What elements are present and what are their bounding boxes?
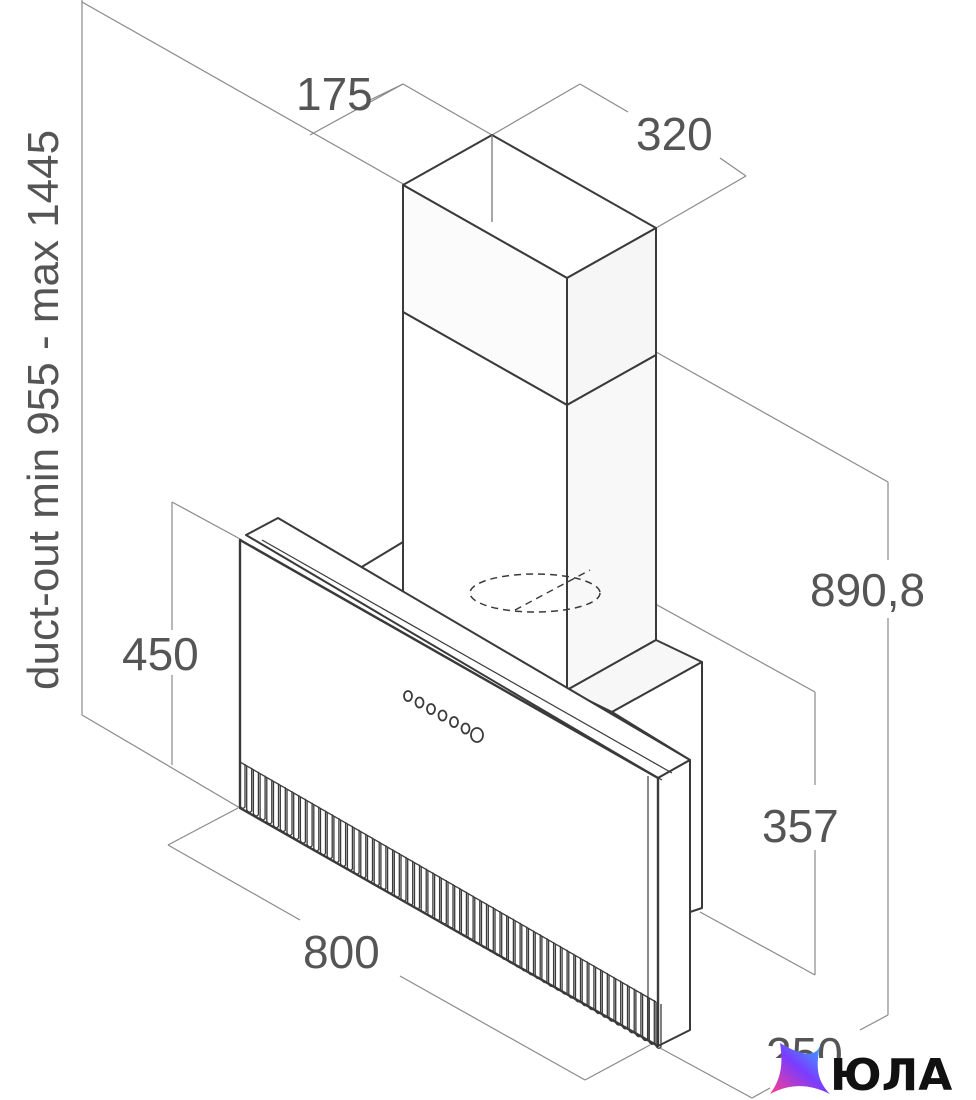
- grille-slat: [581, 959, 588, 1007]
- grille-slat: [454, 885, 461, 933]
- chimney: [402, 134, 657, 691]
- hood-body: [359, 541, 703, 913]
- grille-slat: [393, 851, 400, 898]
- hood-depth-label: 250: [766, 1028, 843, 1080]
- hood-depth-label-group: 250: [766, 1028, 843, 1080]
- grille-slat: [353, 827, 360, 875]
- grille-slat: [621, 982, 629, 1030]
- grille-slat: [594, 967, 602, 1015]
- grille-slat: [521, 924, 528, 972]
- grille-slat: [427, 870, 434, 918]
- control-button: [403, 690, 413, 702]
- grille-slat: [400, 854, 407, 902]
- grille-slat: [319, 808, 327, 856]
- air-intake-grille: [239, 761, 662, 1049]
- grille-slat: [601, 971, 608, 1018]
- grille-slat: [547, 940, 555, 988]
- grille-slat: [501, 913, 508, 960]
- grille-slat: [467, 893, 474, 941]
- grille-slat: [420, 866, 427, 914]
- grille-slat: [407, 858, 414, 906]
- grille-slat: [534, 932, 541, 980]
- control-button: [414, 696, 425, 709]
- depth-label: 175: [296, 68, 373, 120]
- yula-logo-text: ЮЛА: [830, 1050, 952, 1100]
- yula-star-icon: [770, 1043, 830, 1094]
- side-height-label: duct-out min 955 - max 1445: [19, 130, 68, 690]
- glass-panel: [238, 517, 691, 1048]
- grille-slat: [554, 943, 562, 991]
- grille-slat: [541, 936, 548, 984]
- grille-slat: [608, 974, 615, 1022]
- chimney-width-label: 320: [636, 108, 713, 160]
- grille-slat: [494, 909, 501, 957]
- grille-slat: [313, 804, 320, 852]
- grille-slat: [333, 816, 340, 864]
- panel-height-label: 357: [762, 800, 839, 852]
- grille-slat: [272, 781, 280, 829]
- grille-slat: [568, 951, 575, 999]
- grille-slat: [346, 823, 354, 871]
- grille-slat: [487, 905, 494, 953]
- grille-slat: [507, 916, 515, 964]
- grille-slat: [527, 928, 535, 976]
- grille-slat: [433, 874, 441, 922]
- grille-slat: [360, 831, 367, 879]
- grille-slat: [306, 800, 313, 848]
- grille-slat: [259, 773, 266, 821]
- yula-logo: ЮЛА: [770, 1043, 952, 1100]
- grille-slat: [299, 796, 307, 844]
- grille-slat: [252, 769, 260, 817]
- grille-slat: [366, 835, 374, 883]
- grille-slat: [266, 777, 273, 825]
- grille-slat: [474, 897, 481, 945]
- grille-slat: [339, 820, 347, 868]
- control-button: [460, 722, 471, 735]
- grille-slat: [246, 765, 253, 813]
- grille-slat: [279, 785, 286, 833]
- grille-slat: [561, 947, 568, 995]
- control-button: [437, 709, 448, 722]
- grille-slat: [286, 789, 293, 837]
- grille-slat: [293, 793, 300, 840]
- grille-slat: [655, 1002, 662, 1049]
- total-height-label: 890,8: [810, 564, 925, 616]
- grille-slat: [480, 901, 488, 949]
- grille-slat: [447, 882, 454, 929]
- grille-slat: [635, 990, 642, 1038]
- hood-width-label: 800: [303, 926, 380, 978]
- dimension-lines: [81, 0, 889, 1099]
- grille-slat: [386, 847, 394, 895]
- grille-slat: [440, 878, 447, 926]
- grille-slat: [641, 994, 649, 1042]
- grille-slat: [239, 762, 246, 809]
- grille-slat: [373, 839, 380, 887]
- grille-slat: [380, 843, 387, 891]
- power-button: [470, 727, 484, 743]
- grille-slat: [588, 963, 595, 1011]
- control-button: [426, 703, 436, 715]
- grille-slat: [574, 955, 582, 1003]
- grille-slat: [615, 978, 622, 1026]
- grille-slat: [514, 920, 521, 968]
- control-button: [449, 716, 459, 728]
- grille-slat: [648, 998, 655, 1046]
- hood-height-label: 450: [122, 628, 199, 680]
- grille-slat: [413, 862, 421, 910]
- grille-slat: [460, 889, 468, 937]
- control-buttons: [403, 690, 484, 743]
- grille-slat: [628, 986, 635, 1034]
- grille-slat: [326, 812, 333, 860]
